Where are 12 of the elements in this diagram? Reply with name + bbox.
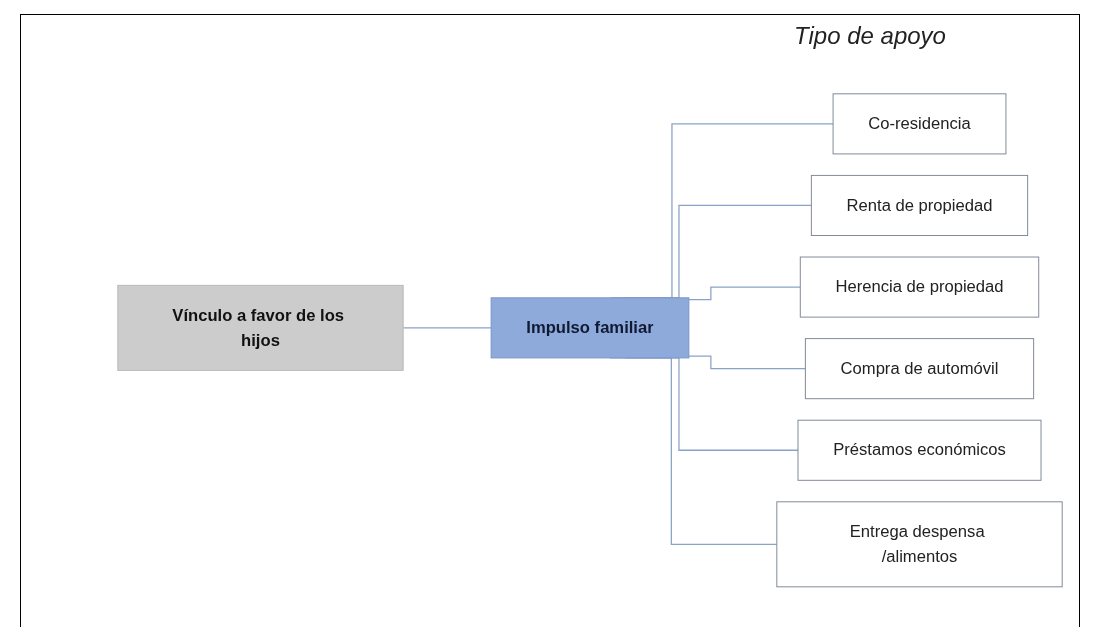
node-box: Compra de automóvil	[804, 337, 1035, 399]
connector	[402, 326, 492, 329]
node-box: Vínculo a favor de los hijos	[117, 284, 404, 371]
node-box: Renta de propiedad	[810, 174, 1029, 236]
connector	[688, 286, 801, 300]
node-box: Co-residencia	[832, 93, 1007, 155]
node-box: Entrega despensa /alimentos	[776, 501, 1063, 587]
node-box: Herencia de propiedad	[799, 256, 1040, 318]
column-heading: Tipo de apoyo	[794, 22, 946, 50]
connector	[688, 355, 806, 369]
node-box: Impulso familiar	[490, 297, 690, 359]
node-box: Préstamos económicos	[797, 419, 1042, 481]
